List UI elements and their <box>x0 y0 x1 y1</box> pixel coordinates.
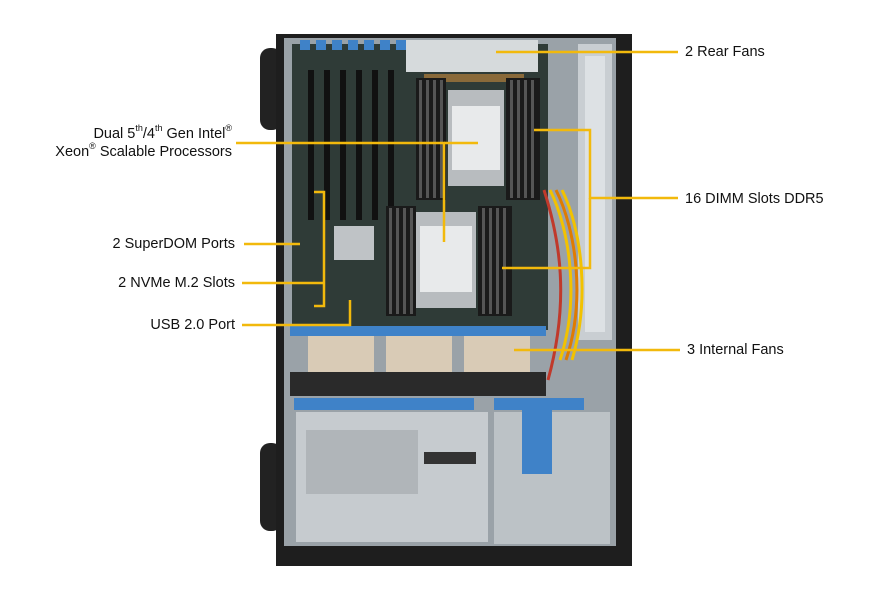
drive-bay-latches <box>294 398 474 410</box>
internal-fans <box>308 336 530 372</box>
leader-dimm-lower <box>502 198 592 270</box>
fan-wall-bar <box>290 326 546 336</box>
callout-rear-fans: 2 Rear Fans <box>685 44 765 60</box>
dimm-slots <box>386 78 540 316</box>
leader-nvme-bracket <box>314 190 326 308</box>
callout-processors-line2: Xeon® Scalable Processors <box>55 141 232 160</box>
callout-internal-fans: 3 Internal Fans <box>687 342 784 358</box>
leader-usb <box>242 300 352 327</box>
callout-nvme: 2 NVMe M.2 Slots <box>118 275 235 291</box>
leader-dimm-upper <box>534 128 678 200</box>
callout-processors-line1: Dual 5th/4th Gen Intel® <box>93 123 232 142</box>
blue-retention-clip <box>522 398 552 474</box>
callout-superdom: 2 SuperDOM Ports <box>112 236 236 252</box>
pcie-slots <box>308 70 394 220</box>
chipset-heatsink <box>334 226 374 260</box>
callout-dimm-slots: 16 DIMM Slots DDR5 <box>685 191 824 207</box>
cpu-heatsinks <box>416 90 504 308</box>
rear-fan-bracket <box>406 40 538 72</box>
rear-io-clips <box>300 40 406 50</box>
callout-processors: Dual 5th/4th Gen Intel® Xeon® Scalable P… <box>55 123 232 161</box>
callout-usb: USB 2.0 Port <box>150 317 235 333</box>
callout-leader-lines <box>236 50 680 352</box>
